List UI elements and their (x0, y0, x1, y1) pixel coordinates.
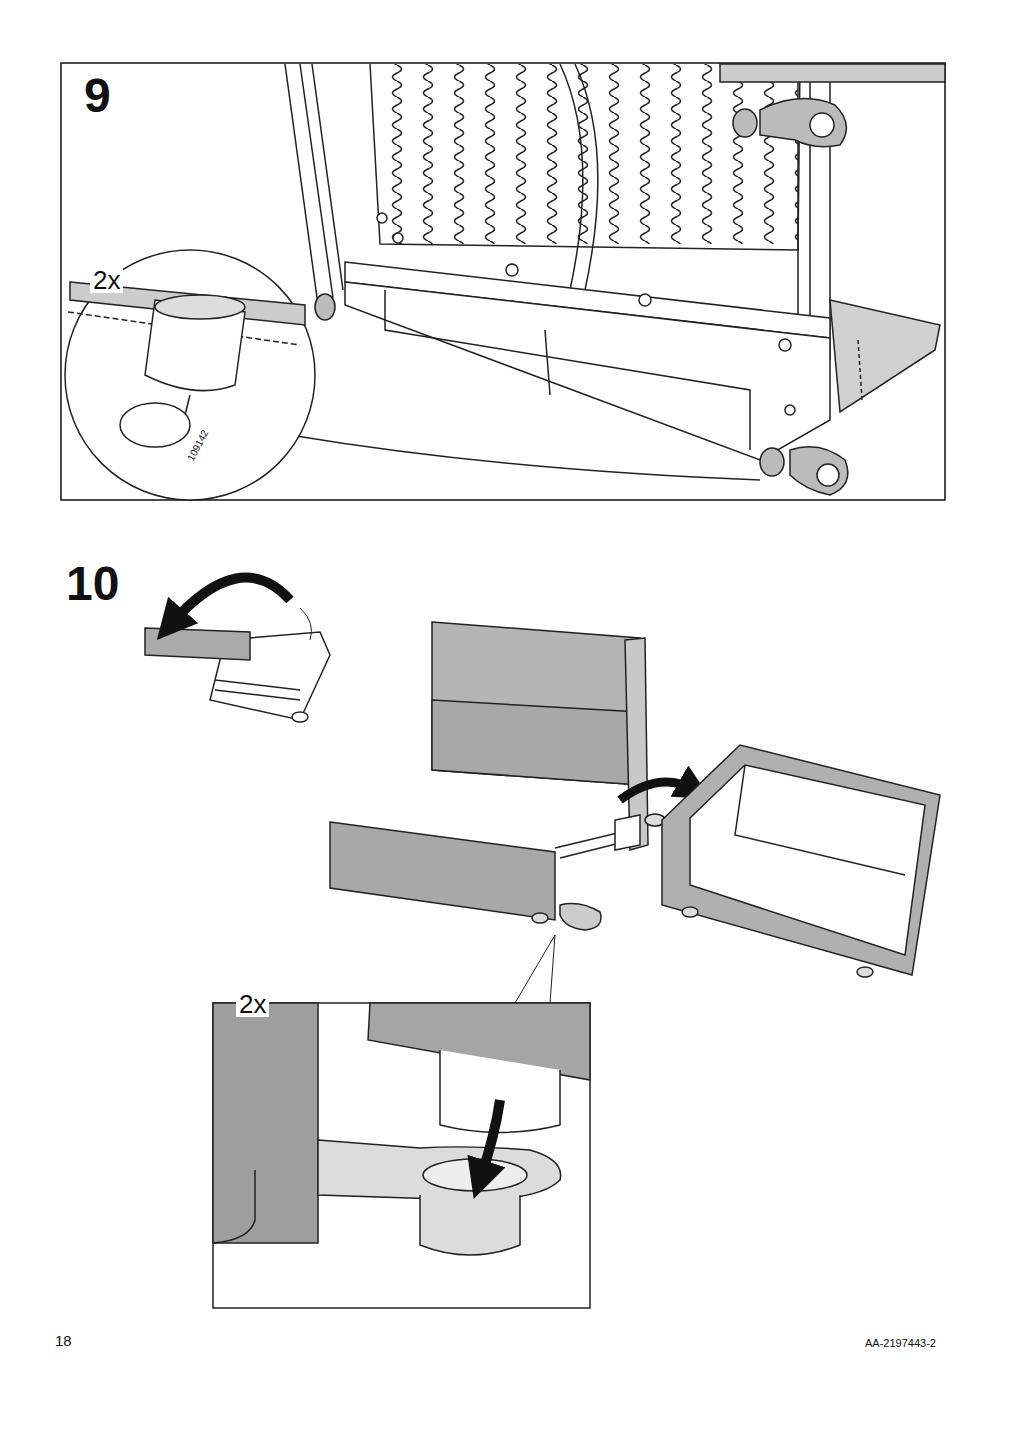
detail-callout (65, 250, 760, 500)
quantity-label: 2x (90, 267, 123, 293)
page-number: 18 (55, 1333, 72, 1348)
sofa-frame (285, 64, 945, 495)
step-number: 10 (66, 560, 119, 608)
step-frame (61, 63, 945, 500)
sofa-parts (330, 622, 940, 1003)
flip-icon (145, 578, 330, 722)
document-code: AA-2197443-2 (865, 1338, 936, 1349)
step-number: 9 (84, 72, 111, 120)
detail-inset (213, 1003, 590, 1308)
quantity-label: 2x (236, 991, 269, 1017)
